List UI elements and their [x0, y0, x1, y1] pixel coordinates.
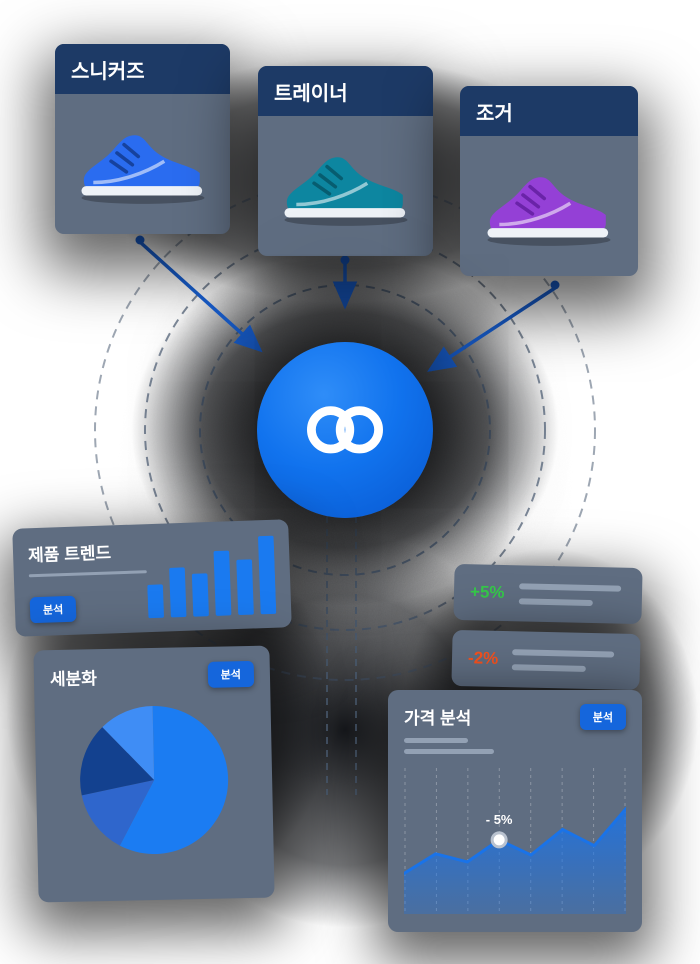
skeleton-line [518, 582, 621, 592]
skeleton-text-block [518, 582, 621, 606]
shoe-sole [487, 228, 609, 238]
product-image-area [460, 136, 638, 276]
product-card-joggers: 조거 [460, 86, 638, 276]
interlocked-rings-logo-icon [307, 406, 383, 454]
trend-card-title: 제품 트렌드 [27, 543, 112, 566]
shoe-sole [80, 186, 202, 196]
product-card-trainers-title: 트레이너 [258, 66, 433, 116]
trend-analyze-button[interactable]: 분석 [29, 595, 77, 624]
product-card-joggers-title: 조거 [460, 86, 638, 136]
stat-value-0: +5% [469, 582, 505, 603]
jogger-shoe-icon [487, 177, 611, 247]
svg-text:- 5%: - 5% [486, 812, 513, 827]
product-card-sneakers: 스니커즈 [55, 44, 230, 234]
segment-analyze-button[interactable]: 분석 [207, 660, 255, 688]
product-image-area [55, 94, 230, 234]
skeleton-line [512, 663, 587, 672]
arrow-origin-dot [550, 280, 560, 290]
trend-card: 제품 트렌드 분석 [12, 519, 292, 637]
product-card-trainers: 트레이너 [258, 66, 433, 256]
shoe-laces [515, 185, 547, 217]
arrow-right [427, 286, 556, 372]
central-hub [257, 342, 433, 518]
trainer-shoe-icon [283, 157, 408, 227]
shoe-stripe [499, 202, 572, 227]
arrow-origin-dot [340, 255, 350, 265]
skeleton-text-block [512, 648, 615, 672]
arrow-origin-dot [135, 235, 145, 245]
price-card-title: 가격 분석 [404, 709, 472, 728]
shoe-laces [108, 143, 140, 175]
segment-card: 세분화 분석 [33, 645, 275, 903]
arrow-left [138, 240, 263, 353]
price-analyze-button[interactable]: 분석 [579, 704, 626, 730]
shoe-sole [283, 208, 405, 218]
divider-line [28, 570, 147, 578]
shoe-body [286, 157, 403, 214]
shoe-stripe [295, 182, 368, 207]
shoe-laces [311, 165, 343, 197]
skeleton-line [518, 597, 593, 606]
shoe-body [489, 177, 606, 234]
stat-card-negative: -2% [451, 629, 641, 691]
shoe-stripe [92, 160, 165, 185]
skeleton-line [512, 648, 615, 658]
product-card-sneakers-title: 스니커즈 [55, 44, 230, 94]
stat-value-1: -2% [467, 648, 499, 668]
price-card: 가격 분석 분석 - 5% [388, 690, 642, 932]
segment-card-title: 세분화 [49, 669, 98, 690]
sneaker-shoe-icon [80, 135, 205, 205]
segment-pie-chart [80, 706, 229, 854]
stat-card-positive: +5% [453, 563, 643, 625]
price-line-chart: - 5% [404, 768, 626, 914]
shoe-body [83, 135, 200, 192]
product-image-area [258, 116, 433, 256]
skeleton-line [404, 749, 494, 754]
trend-bar-chart [147, 535, 277, 619]
skeleton-line [404, 738, 468, 743]
